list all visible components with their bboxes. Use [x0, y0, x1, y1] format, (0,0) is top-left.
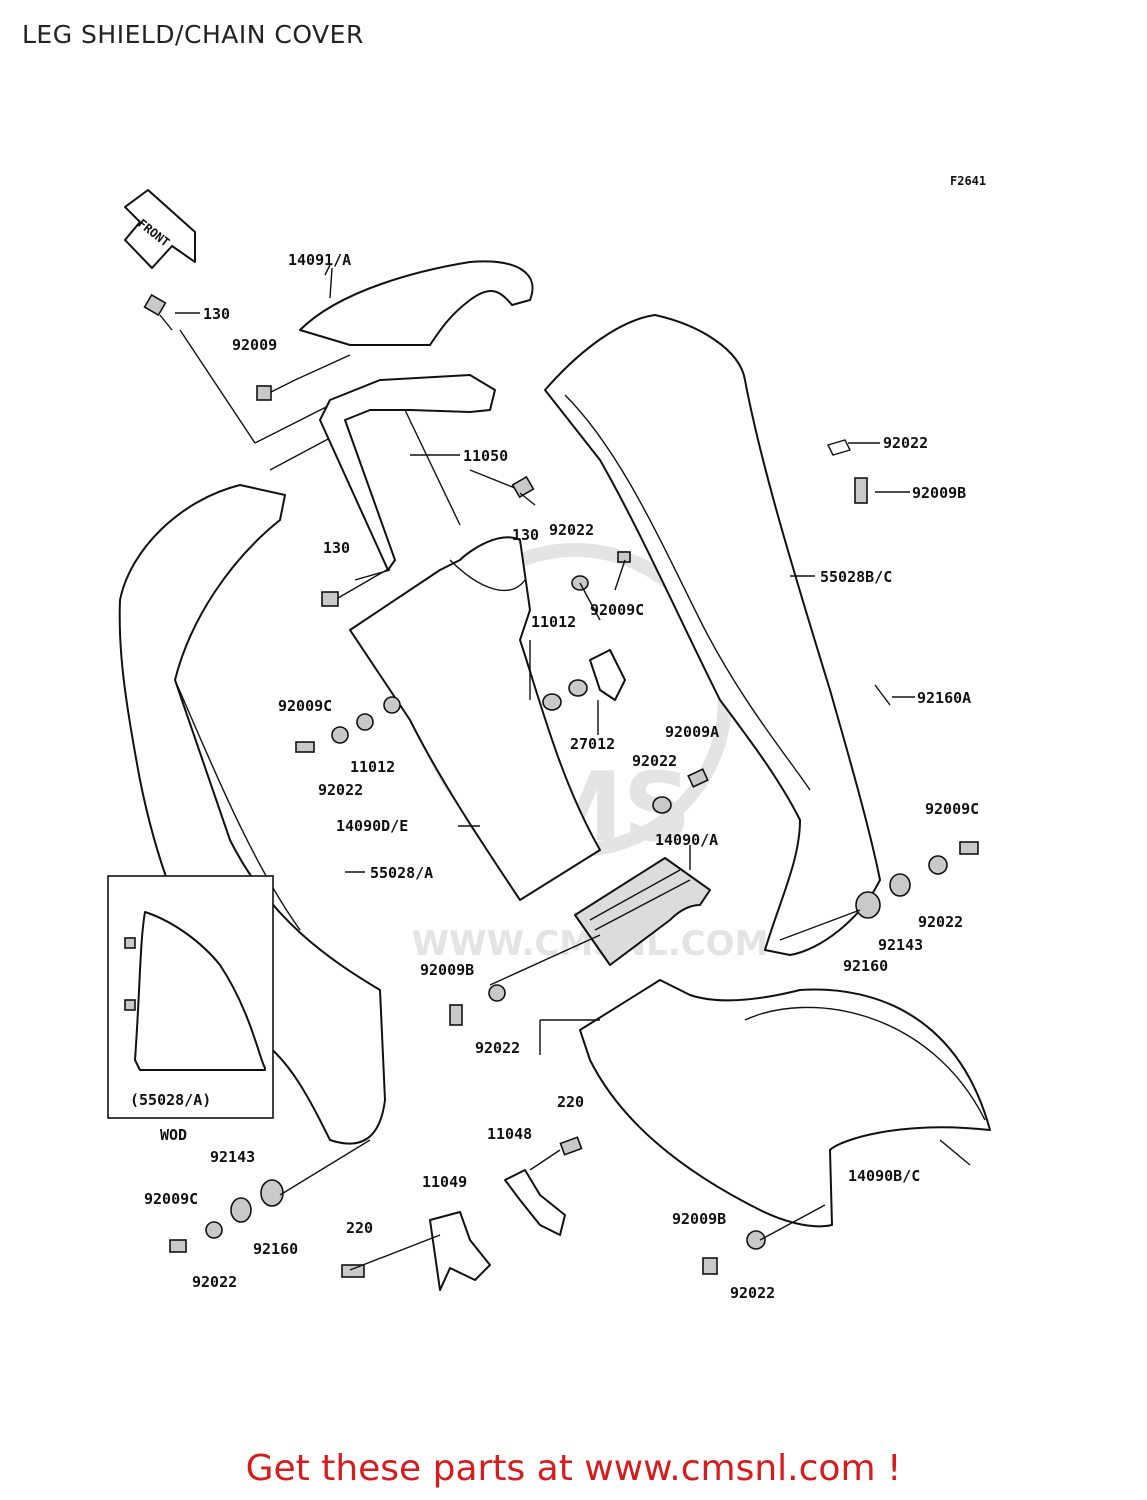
label-14090bc: 14090B/C: [848, 1167, 920, 1185]
label-92009b-d: 92009B: [912, 484, 966, 502]
bolt-92009: [256, 379, 296, 401]
label-92009c-d: 92009C: [144, 1190, 198, 1208]
label-130-a: 130: [203, 305, 230, 323]
label-55028a: 55028/A: [370, 864, 433, 882]
washer-11012-b: [383, 696, 401, 714]
center-cover-14090de: [349, 536, 601, 901]
label-92009b-e: 92009B: [420, 961, 474, 979]
washer-92022-d: [826, 439, 852, 456]
washer-92022-e: [928, 855, 948, 875]
label-220-b: 220: [346, 1219, 373, 1237]
label-92143-b: 92143: [210, 1148, 255, 1166]
label-14090de: 14090D/E: [336, 817, 408, 835]
washer-11012-a: [542, 693, 562, 711]
washer-11012-a2: [568, 679, 588, 697]
label-130-c: 130: [323, 539, 350, 557]
washer-11012-b2: [356, 713, 374, 731]
front-arrow-icon: FRONT: [124, 189, 196, 269]
inset-caption: WOD: [160, 1126, 187, 1144]
label-92009c-a: 92009C: [590, 601, 644, 619]
label-14090a: 14090/A: [655, 831, 718, 849]
chain-cover-14090bc: [579, 979, 991, 1228]
bolt-92009c-d: [169, 1239, 187, 1253]
grommet-92143-b: [230, 1197, 252, 1223]
left-leg-shield-55028a: [118, 484, 386, 1145]
label-92022-a: 92022: [549, 521, 594, 539]
grommet-92160-a: [855, 891, 881, 919]
step-piece-14090a: [574, 857, 711, 966]
label-92022-h: 92022: [192, 1273, 237, 1291]
label-220-a: 220: [557, 1093, 584, 1111]
bracket-11049: [429, 1211, 491, 1291]
label-92160a-pin: 92160A: [917, 689, 971, 707]
label-92009a: 92009A: [665, 723, 719, 741]
label-14091a: 14091/A: [288, 251, 351, 269]
part-labels: 14091/A 130 92009 11050 130 130 92022 92…: [144, 251, 979, 1302]
bolt-92009c-b: [295, 741, 315, 753]
label-92160-b: 92160: [253, 1240, 298, 1258]
bolt-92009c-c: [959, 841, 979, 855]
bolt-92009b-e: [449, 1004, 463, 1026]
footer-link-text[interactable]: Get these parts at www.cmsnl.com !: [245, 1448, 902, 1489]
label-92143-a: 92143: [878, 936, 923, 954]
label-92009c-b: 92009C: [278, 697, 332, 715]
label-92160-a: 92160: [843, 957, 888, 975]
grommet-92160-b: [260, 1179, 284, 1207]
label-92009c-c: 92009C: [925, 800, 979, 818]
pin-92160a: [874, 684, 891, 706]
bolt-92009b-f: [702, 1257, 718, 1275]
washer-92022-c: [652, 796, 672, 814]
label-11049: 11049: [422, 1173, 467, 1191]
bolt-92009a: [687, 768, 709, 788]
label-55028bc: 55028B/C: [820, 568, 892, 586]
leader-lines: [175, 264, 971, 1271]
page-title: LEG SHIELD/CHAIN COVER: [22, 20, 364, 49]
bracket-27012: [589, 649, 626, 701]
bolt-220-a: [559, 1136, 583, 1156]
label-92022-b: 92022: [318, 781, 363, 799]
label-92022-g: 92022: [730, 1284, 775, 1302]
inset-label: (55028/A): [130, 1091, 211, 1109]
bolt-130-top: [143, 293, 173, 331]
upper-cover-14091a: [299, 260, 534, 346]
bracket-11048: [504, 1169, 566, 1236]
label-130-b: 130: [512, 526, 539, 544]
right-leg-shield-55028bc: [544, 314, 881, 956]
label-92022-f: 92022: [475, 1039, 520, 1057]
label-92009: 92009: [232, 336, 277, 354]
washer-92022-h: [205, 1221, 223, 1239]
label-92022-d: 92022: [883, 434, 928, 452]
label-92022-c: 92022: [632, 752, 677, 770]
label-11050: 11050: [463, 447, 508, 465]
inset-box: (55028/A): [107, 875, 274, 1119]
bolt-92009c-a: [617, 551, 631, 563]
bolt-92009b-d: [854, 477, 868, 504]
label-92022-e: 92022: [918, 913, 963, 931]
label-92009b-f: 92009B: [672, 1210, 726, 1228]
bolt-130-mid: [321, 567, 391, 607]
washer-92022-g: [746, 1230, 766, 1250]
washer-92022-f: [488, 984, 506, 1002]
label-11012-a: 11012: [531, 613, 576, 631]
bracket-11050: [319, 374, 496, 571]
washer-92022-b: [331, 726, 349, 744]
grommet-92143-a: [889, 873, 911, 897]
label-11048: 11048: [487, 1125, 532, 1143]
bolt-220-b: [341, 1264, 365, 1278]
label-11012-b: 11012: [350, 758, 395, 776]
figure-id: F2641: [950, 174, 986, 188]
label-27012: 27012: [570, 735, 615, 753]
